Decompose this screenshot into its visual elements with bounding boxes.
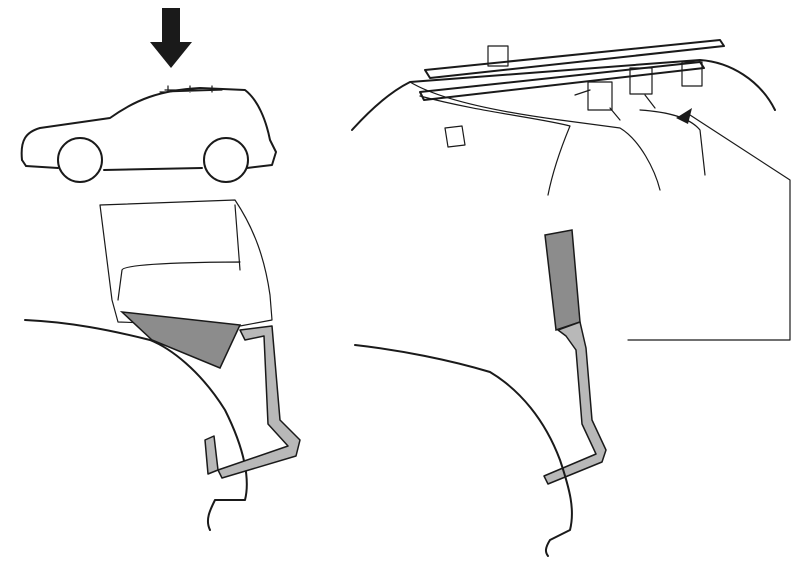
foot-cross-section-bracket bbox=[354, 229, 607, 557]
down-arrow-icon bbox=[150, 8, 192, 68]
car-side-view bbox=[20, 85, 277, 183]
pointer-arrow-icon bbox=[676, 108, 692, 124]
roof-rack-perspective bbox=[351, 39, 791, 341]
foot-cross-section-with-pad bbox=[24, 199, 301, 531]
